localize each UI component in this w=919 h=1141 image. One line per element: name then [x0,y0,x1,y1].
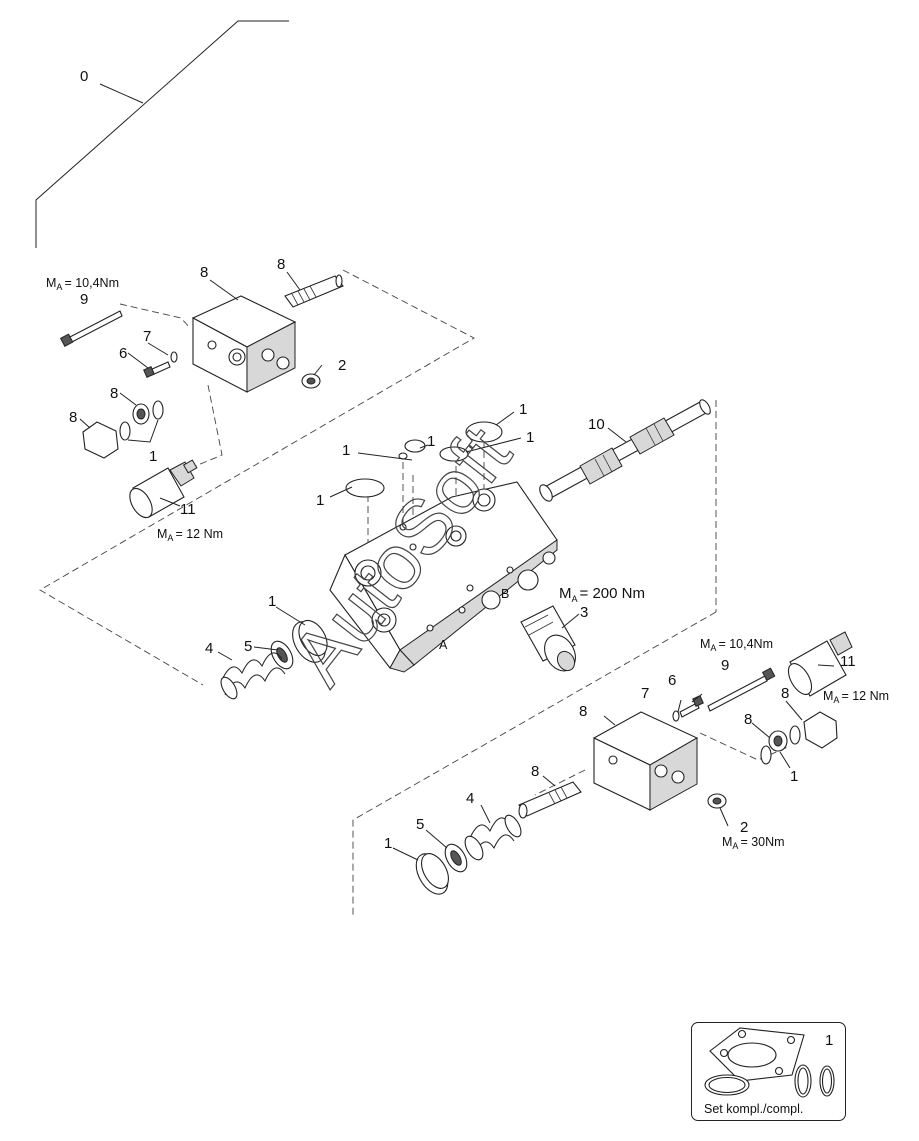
callout-1-lower-ring: 1 [384,835,392,852]
upper-plug-2 [301,373,321,389]
callout-2-upper: 2 [338,357,346,374]
kit-small-o-rings [794,1064,835,1098]
callout-8-cover-upper: 8 [200,264,208,281]
port-label-a: A [439,638,448,652]
callout-8-seal-upper: 8 [110,385,118,402]
torque-upper-solenoid: MA= 12 Nm [157,527,223,543]
callout-1-upper-seal: 1 [149,448,157,465]
callout-9-lower: 9 [721,657,729,674]
pressure-relief-valve [520,605,576,672]
main-valve-body [329,481,558,673]
lower-small-screw [672,695,704,722]
callout-11-lower: 11 [840,653,856,670]
kit-gasket-plate [709,1027,805,1082]
svg-text:MA= 10,4Nm: MA= 10,4Nm [700,637,773,653]
left-spring-group [220,619,328,700]
upper-end-cover [191,295,297,393]
kit-number: 1 [825,1032,833,1049]
upper-cap-and-seals [82,400,164,459]
callout-1-oring-c: 1 [526,429,534,446]
right-dashed-outline [352,400,791,915]
lower-spring-group [415,814,522,895]
callout-8-plug-lower: 8 [531,763,539,780]
spool [539,399,711,502]
lower-end-cover [592,711,699,811]
callout-1-oring-e: 1 [316,492,324,509]
upper-cap-screw [59,310,123,347]
kit-large-o-ring [704,1074,750,1096]
callout-8-plug-upper: 8 [277,256,285,273]
callout-3: 3 [580,604,588,621]
callout-5-left: 5 [244,638,252,655]
callout-7-lower: 7 [641,685,649,702]
callout-8-seal-lower: 8 [744,711,752,728]
callout-1-left-ring: 1 [268,593,276,610]
callout-9-upper: 9 [80,291,88,308]
callout-1-oring-b: 1 [427,433,435,450]
port-label-b: B [501,587,509,601]
lower-cap-screw [707,667,776,712]
torque-relief-valve: MA= 200 Nm [559,585,645,604]
upper-small-screw [143,351,178,378]
callout-8-cap-lower: 8 [781,685,789,702]
callout-2-lower: 2 [740,819,748,836]
torque-lower-solenoid: MA= 12 Nm [823,689,889,705]
upper-dashed-outline [39,269,475,686]
seal-kit-box: 1 Set kompl./compl. [691,1022,846,1121]
torque-upper-screw: MA= 10,4Nm [46,276,119,292]
callout-4-left: 4 [205,640,213,657]
callout-assembly: 0 [80,68,88,85]
lower-cap-and-seals [760,711,838,765]
leader-lines [79,271,835,861]
callout-7-upper: 7 [143,328,151,345]
lower-plug-2 [707,793,727,809]
callout-5-lower: 5 [416,816,424,833]
callout-1-oring-a: 1 [519,401,527,418]
callout-11-upper: 11 [180,501,196,518]
body-o-rings [345,421,503,498]
upper-threaded-plug [284,274,344,308]
assembly-bracket [35,20,289,248]
callout-10: 10 [588,416,605,433]
callout-1-lower-seal: 1 [790,768,798,785]
callout-6-lower: 6 [668,672,676,689]
upper-solenoid [129,459,198,519]
callout-6-upper: 6 [119,345,127,362]
lower-solenoid [787,631,853,697]
svg-text:MA= 200 Nm: MA= 200 Nm [559,585,645,604]
svg-text:MA= 12 Nm: MA= 12 Nm [823,689,889,705]
callout-4-lower: 4 [466,790,474,807]
torque-lower-plug: MA= 30Nm [722,835,785,851]
svg-text:MA= 30Nm: MA= 30Nm [722,835,785,851]
callout-1-oring-d: 1 [342,442,350,459]
kit-caption: Set kompl./compl. [704,1102,803,1116]
svg-text:MA= 12 Nm: MA= 12 Nm [157,527,223,543]
lower-threaded-plug [518,781,582,819]
callout-8-cap-upper: 8 [69,409,77,426]
torque-lower-screw: MA= 10,4Nm [700,637,773,653]
callout-8-cover-lower: 8 [579,703,587,720]
svg-text:MA= 10,4Nm: MA= 10,4Nm [46,276,119,292]
